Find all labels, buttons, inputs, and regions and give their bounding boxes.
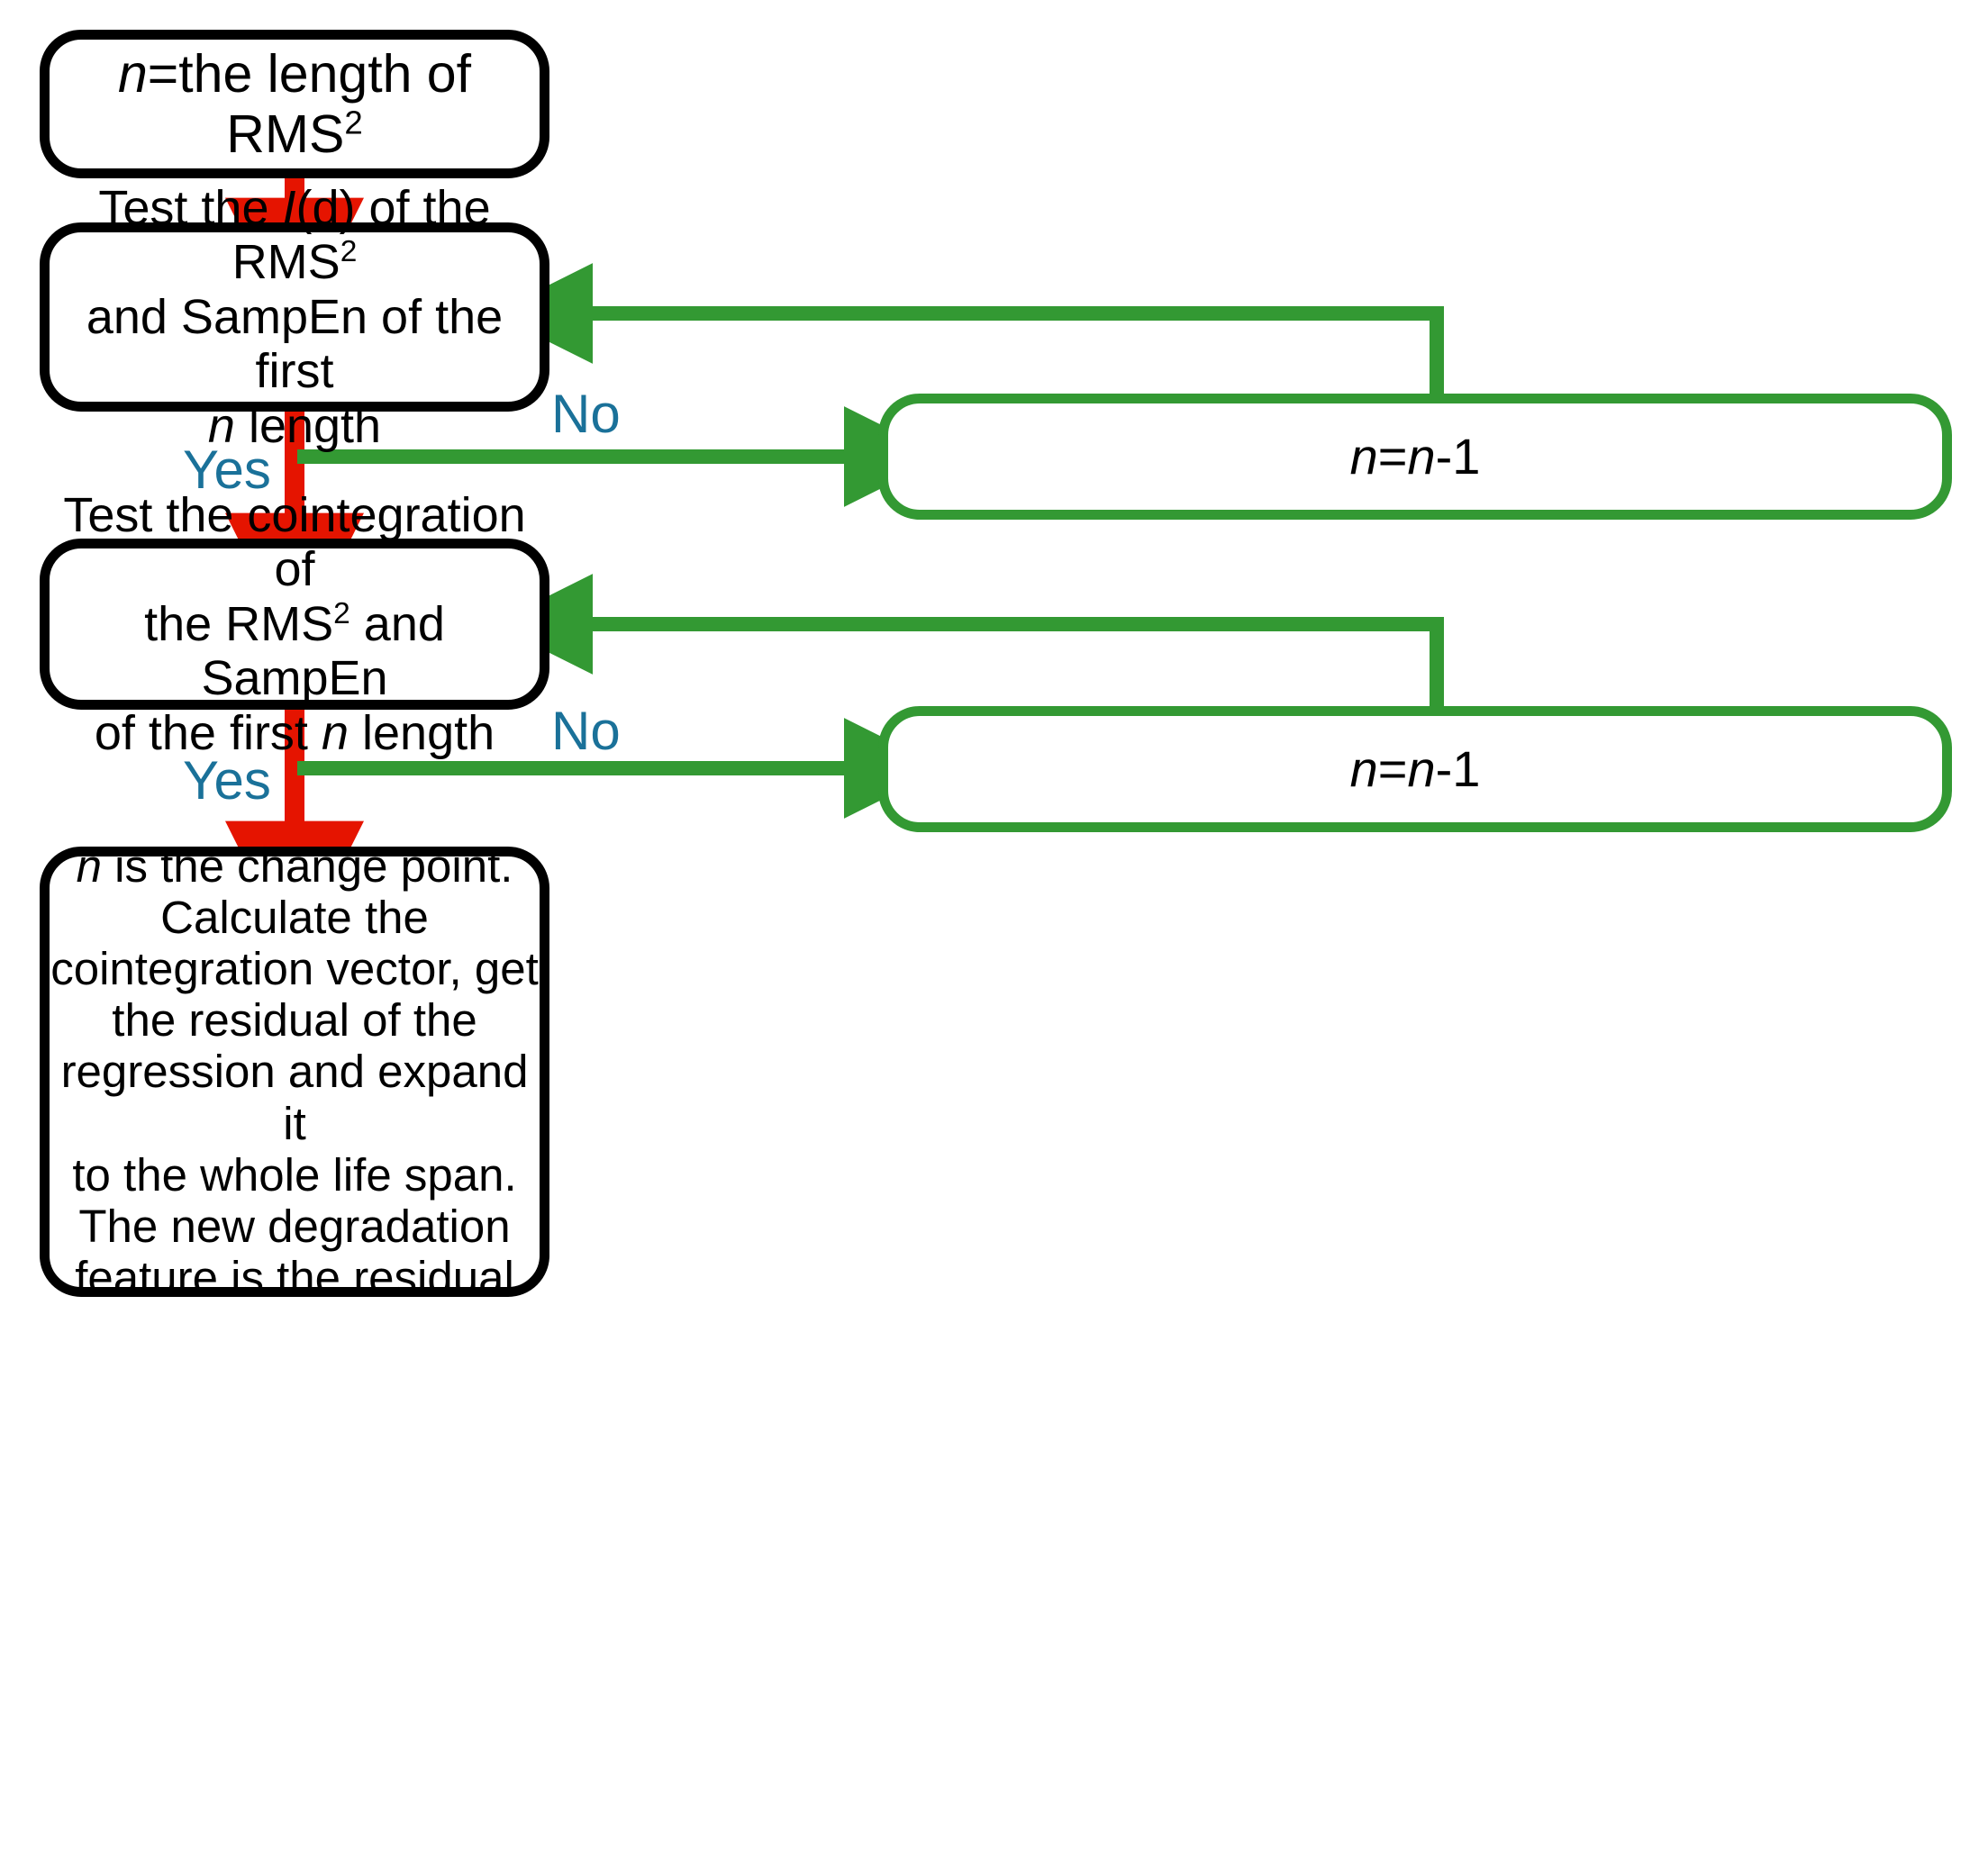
node-decrement-n-1[interactable]: n=n-1: [878, 394, 1952, 520]
line-8: feature is the residual: [75, 1251, 514, 1303]
line-2: and SampEn of the first: [86, 289, 504, 399]
line-3: n length: [207, 398, 382, 453]
line-1: Test the I(d) of the RMS2: [98, 180, 491, 290]
edge-dec1-to-test-id: [492, 263, 1444, 394]
edge-label-no-2: No: [551, 701, 621, 761]
node-start-label: n=the length of RMS2: [117, 44, 472, 164]
node-decrement-n-2-label: n=n-1: [1349, 739, 1481, 797]
edge-label-no-1: No: [551, 384, 621, 444]
line-7: The new degradation: [78, 1200, 511, 1252]
line-3: cointegration vector, get: [50, 943, 539, 995]
node-test-cointegration-label: Test the cointegration of the RMS2 and S…: [50, 488, 540, 760]
line-4: the residual of the: [112, 994, 477, 1047]
line-2: Calculate the: [160, 892, 429, 944]
line-5: regression and expand it: [60, 1046, 529, 1149]
node-decrement-n-2[interactable]: n=n-1: [878, 706, 1952, 832]
edge-dec2-to-test-coint: [492, 574, 1444, 706]
node-test-integration-order-label: Test the I(d) of the RMS2 and SampEn of …: [50, 181, 540, 453]
node-decrement-n-1-label: n=n-1: [1349, 427, 1481, 485]
line-3: of the first n length: [94, 705, 495, 760]
line-2: the RMS2 and SampEn: [144, 596, 445, 706]
node-start[interactable]: n=the length of RMS2: [40, 30, 549, 178]
edge-label-yes-1: Yes: [183, 440, 271, 500]
line-1: n is the change point.: [76, 840, 513, 893]
node-test-cointegration[interactable]: Test the cointegration of the RMS2 and S…: [40, 488, 549, 760]
line-1: Test the cointegration of: [63, 487, 526, 597]
node-result-change-point-label: n is the change point. Calculate the coi…: [50, 840, 540, 1303]
node-test-integration-order[interactable]: Test the I(d) of the RMS2 and SampEn of …: [40, 181, 549, 453]
edge-label-yes-2: Yes: [183, 750, 271, 811]
line-6: to the whole life span.: [72, 1148, 517, 1201]
node-result-change-point[interactable]: n is the change point. Calculate the coi…: [40, 840, 549, 1303]
